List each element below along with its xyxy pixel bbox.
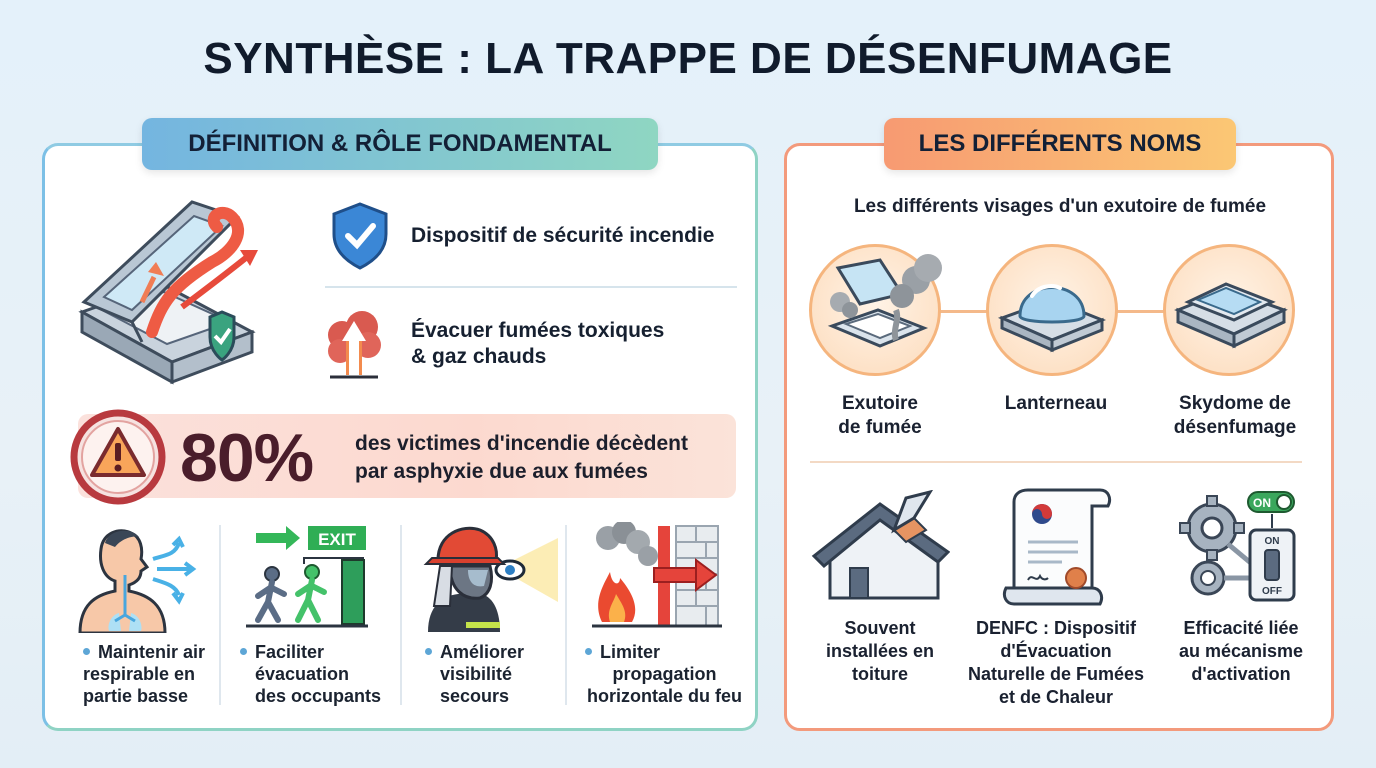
definition-item-2: Évacuer fumées toxiques & gaz chauds xyxy=(411,318,664,370)
shield-check-icon xyxy=(332,202,388,270)
stat-text: des victimes d'incendie décèdent par asp… xyxy=(355,430,688,486)
bullet-icon xyxy=(585,647,592,655)
name-label-2: Lanterneau xyxy=(1004,393,1108,414)
stat-text-line2: par asphyxie due aux fumées xyxy=(355,460,648,483)
house-roof-hatch-icon xyxy=(811,490,950,600)
definition-divider xyxy=(325,286,737,288)
names-panel-tag: LES DIFFÉRENTS NOMS xyxy=(884,118,1236,170)
open-hatch-smoke-icon xyxy=(827,254,942,348)
names-subtitle: Les différents visages d'un exutoire de … xyxy=(853,196,1267,217)
fire-wall-icon xyxy=(592,522,722,628)
bullet-icon xyxy=(240,647,247,655)
firefighter-visibility-icon xyxy=(423,526,558,632)
svg-text:ON: ON xyxy=(1265,536,1280,547)
svg-text:EXIT: EXIT xyxy=(318,530,356,549)
fact-label-1: Souvent installées en toiture xyxy=(825,618,935,684)
warning-icon xyxy=(70,409,166,505)
svg-text:ON: ON xyxy=(1253,496,1271,510)
definition-item-2-line2: & gaz chauds xyxy=(411,345,547,368)
exit-evacuation-icon: EXIT xyxy=(246,526,368,628)
smoke-hatch-illustration-icon xyxy=(78,200,258,385)
gears-switch-icon: ON ON OFF xyxy=(1179,491,1296,602)
name-label-1: Exutoire de fumée xyxy=(838,393,922,438)
stat-text-line1: des victimes d'incendie décèdent xyxy=(355,432,688,455)
role-divider xyxy=(219,525,221,705)
fact-label-2: DENFC : Dispositif d'Évacuation Naturell… xyxy=(967,618,1145,707)
definition-item-2-line1: Évacuer fumées toxiques xyxy=(411,319,665,342)
bullet-icon xyxy=(425,647,432,655)
connector-line xyxy=(1112,310,1172,313)
definition-item-1: Dispositif de sécurité incendie xyxy=(411,224,715,247)
smoke-up-arrow-icon xyxy=(328,311,381,379)
breathing-person-icon xyxy=(78,529,197,633)
flat-skydome-icon xyxy=(1174,282,1288,349)
role-item-1: Maintenir air respirable en partie basse xyxy=(83,642,206,706)
dome-skylight-icon xyxy=(997,284,1107,353)
page-title: SYNTHÈSE : LA TRAPPE DE DÉSENFUMAGE xyxy=(203,34,1173,83)
role-item-2: Faciliter évacuation des occupants xyxy=(240,641,381,707)
stat-value: 80% xyxy=(180,420,314,496)
role-item-3: Améliorer visibilité secours xyxy=(425,641,524,707)
names-divider xyxy=(810,461,1302,463)
connector-line xyxy=(940,310,1000,313)
svg-text:OFF: OFF xyxy=(1262,586,1282,597)
role-item-4: Limiter propagation horizontale du feu xyxy=(585,642,742,706)
role-divider xyxy=(565,525,567,705)
definition-panel-tag: DÉFINITION & RÔLE FONDAMENTAL xyxy=(142,118,658,170)
certificate-document-icon xyxy=(1002,488,1112,606)
fact-label-3: Efficacité liée au mécanisme d'activatio… xyxy=(1178,618,1304,684)
bullet-icon xyxy=(83,647,90,655)
name-label-3: Skydome de désenfumage xyxy=(1173,393,1297,438)
stat-banner xyxy=(78,414,736,498)
role-divider xyxy=(400,525,402,705)
